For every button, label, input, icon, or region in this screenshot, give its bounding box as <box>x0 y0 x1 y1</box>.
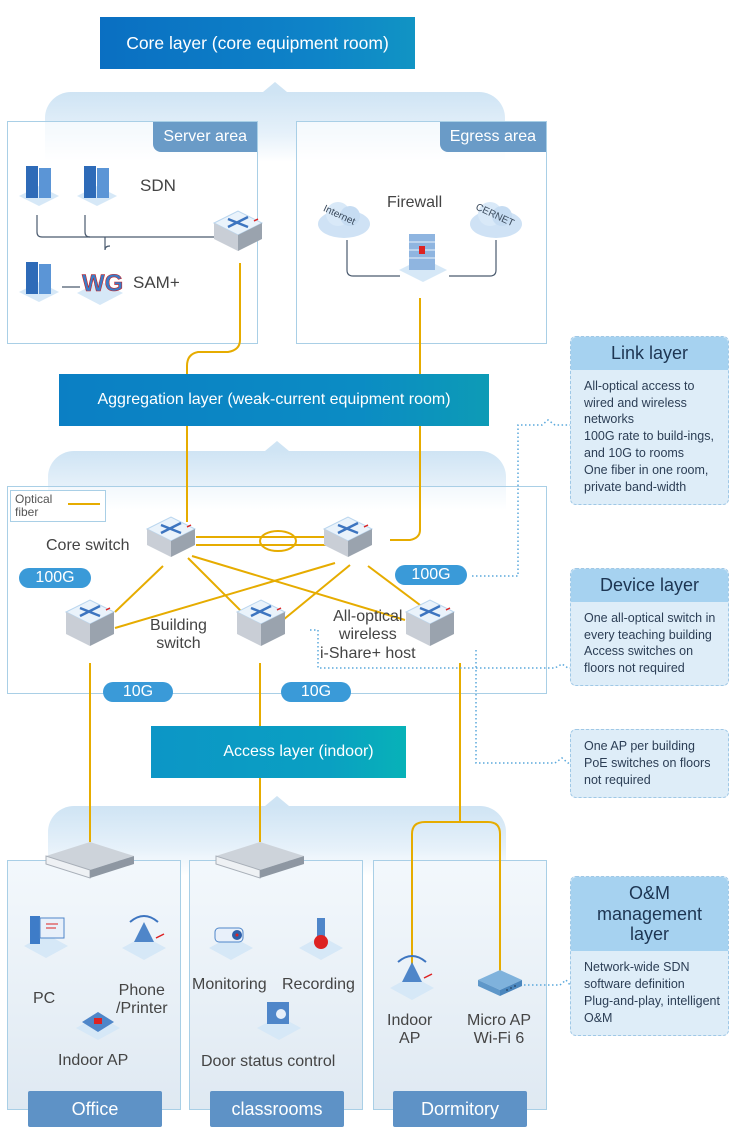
desk-phone-icon <box>74 998 122 1044</box>
legend-label: Optical fiber <box>15 492 53 519</box>
firewall-label: Firewall <box>387 194 443 211</box>
cernet-cloud-icon: CERNET <box>468 196 524 242</box>
svg-text:WG: WG <box>82 270 123 297</box>
server-area-tab: Server area <box>153 122 257 152</box>
building-switch-icon-2 <box>233 588 289 660</box>
link-layer-line: One fiber in one room, private band-widt… <box>584 463 709 494</box>
core-switch-icon-left <box>143 505 199 575</box>
office-device-pc: PC <box>33 990 56 1007</box>
classrooms-room <box>189 860 363 1110</box>
classroom-device-recording: Recording <box>282 976 355 993</box>
om-layer-line: Plug-and-play, intelligent O&M <box>584 993 720 1025</box>
office-device-indoor-ap: Indoor AP <box>58 1052 129 1069</box>
dorm-device-indoor-ap: Indoor AP <box>387 1012 433 1048</box>
rate-badge-10g-mid: 10G <box>281 682 351 702</box>
sdn-label: SDN <box>140 176 176 195</box>
server-area-switch-icon <box>210 193 266 263</box>
firewall-icon <box>395 228 451 298</box>
pc-icon <box>22 910 70 962</box>
device-layer-line: One all-optical switch in every teaching… <box>584 610 716 642</box>
link-layer-body: All-optical access to wired and wireless… <box>571 370 728 504</box>
core-switch-label: Core switch <box>46 537 130 554</box>
classrooms-tab: classrooms <box>210 1091 344 1127</box>
rate-badge-10g-left: 10G <box>103 682 173 702</box>
office-tab: Office <box>28 1091 162 1127</box>
link-layer-line: 100G rate to build-ings, and 10G to room… <box>584 429 714 461</box>
core-layer-banner: Core layer (core equipment room) <box>100 17 415 69</box>
optical-fiber-legend: Optical fiber <box>10 490 106 522</box>
om-layer-body: Network-wide SDN software definition Plu… <box>571 951 728 1035</box>
sam-label: SAM+ <box>133 273 180 292</box>
fiber-links <box>89 263 501 975</box>
om-layer-panel: O&M management layer Network-wide SDN so… <box>570 876 729 1036</box>
building-switch-icon-1 <box>62 588 118 660</box>
internet-cloud-icon: Internet <box>316 196 372 242</box>
egress-area-tab: Egress area <box>439 122 546 152</box>
rate-badge-100g-left: 100G <box>19 568 91 588</box>
link-layer-panel: Link layer All-optical access to wired a… <box>570 336 729 505</box>
office-device-phone-printer: Phone /Printer <box>116 982 168 1018</box>
micro-ap-icon <box>476 966 524 1002</box>
om-layer-line: Network-wide SDN software definition <box>584 960 690 991</box>
recording-icon <box>297 912 345 964</box>
aggregation-layer-banner: Aggregation layer (weak-current equipmen… <box>59 374 489 426</box>
sdn-server-icon-1 <box>16 162 62 212</box>
classroom-poe-box-icon <box>212 838 308 882</box>
core-switch-icon-right <box>320 505 376 575</box>
sdn-server-icon-2 <box>74 162 120 212</box>
monitoring-camera-icon <box>207 914 255 964</box>
door-status-icon <box>255 994 303 1044</box>
core-layer-title: Core layer (core equipment room) <box>126 32 389 53</box>
access-layer-title: Access layer (indoor) <box>223 743 374 760</box>
phone-printer-icon <box>120 912 168 964</box>
classroom-device-door-status: Door status control <box>201 1053 336 1070</box>
dormitory-tab: Dormitory <box>393 1091 527 1127</box>
dorm-indoor-ap-icon <box>388 952 436 1004</box>
link-layer-line: All-optical access to wired and wireless… <box>584 378 695 427</box>
aggregation-layer-title: Aggregation layer (weak-current equipmen… <box>97 391 451 408</box>
wg-gateway-icon: WG <box>74 255 126 311</box>
dorm-device-micro-ap: Micro AP Wi-Fi 6 <box>467 1012 532 1048</box>
device-layer-title: Device layer <box>571 569 728 602</box>
classroom-device-monitoring: Monitoring <box>192 976 267 993</box>
dotted-leaders <box>310 419 571 986</box>
building-switch-label: Building switch <box>150 617 207 653</box>
access-layer-banner: Access layer (indoor) <box>151 726 406 778</box>
server-links <box>36 215 497 288</box>
ap-note-body: One AP per building PoE switches on floo… <box>571 730 728 797</box>
ap-note-line: PoE switches on floors not required <box>584 755 711 787</box>
ap-note-line: One AP per building <box>584 739 695 753</box>
office-room <box>7 860 181 1110</box>
om-layer-title: O&M management layer <box>571 877 728 952</box>
device-layer-body: One all-optical switch in every teaching… <box>571 602 728 686</box>
ap-note-panel: One AP per building PoE switches on floo… <box>570 729 729 798</box>
device-layer-line: Access switches on floors not required <box>584 644 694 676</box>
wireless-host-icon <box>402 588 458 660</box>
device-layer-panel: Device layer One all-optical switch in e… <box>570 568 729 687</box>
office-poe-box-icon <box>42 838 138 882</box>
legend-fiber-swatch <box>68 503 100 505</box>
rate-badge-100g-right: 100G <box>395 565 467 585</box>
link-layer-title: Link layer <box>571 337 728 370</box>
sam-server-icon <box>16 258 62 308</box>
wireless-host-label: All-optical wireless i-Share+ host <box>320 608 416 662</box>
server-area: Server area <box>7 121 258 344</box>
